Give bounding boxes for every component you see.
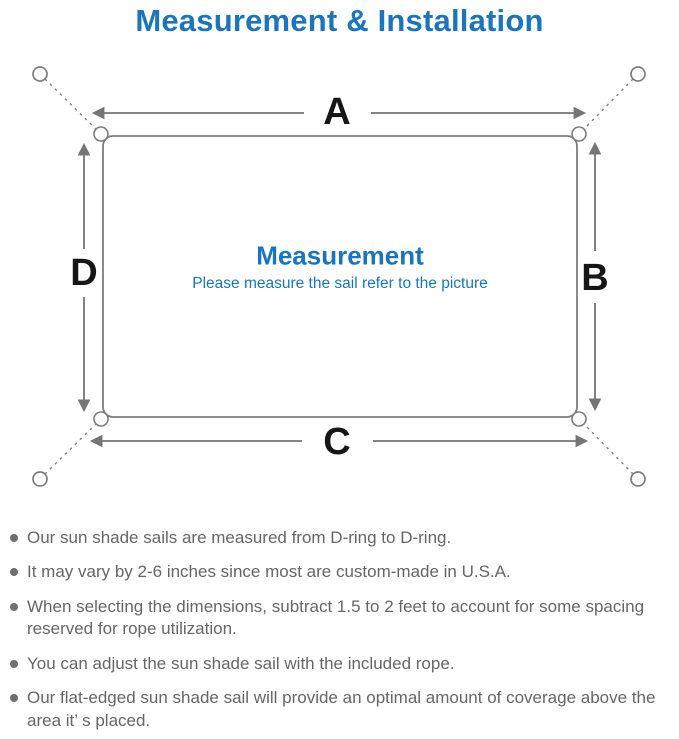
diagram-center-subtitle: Please measure the sail refer to the pic… bbox=[192, 275, 488, 292]
anchor-point-icon bbox=[630, 471, 646, 487]
list-item: When selecting the dimensions, subtract … bbox=[10, 596, 673, 641]
diagram-center-title: Measurement bbox=[256, 240, 424, 271]
guy-line-top-left bbox=[44, 78, 100, 133]
measurement-diagram: A B C D Measurement Please measure the s… bbox=[0, 51, 679, 501]
d-ring-icon bbox=[93, 126, 109, 142]
bullet-icon bbox=[10, 694, 18, 703]
list-item: You can adjust the sun shade sail with t… bbox=[10, 653, 673, 675]
dimension-label-d: D bbox=[70, 252, 98, 294]
anchor-point-icon bbox=[32, 66, 48, 82]
list-item: Our flat-edged sun shade sail will provi… bbox=[10, 687, 673, 732]
d-ring-icon bbox=[571, 411, 587, 427]
dimension-label-c: C bbox=[323, 421, 351, 463]
note-text: When selecting the dimensions, subtract … bbox=[27, 596, 645, 639]
note-text: You can adjust the sun shade sail with t… bbox=[27, 653, 455, 673]
guy-line-bottom-left bbox=[44, 420, 100, 475]
note-text: Our flat-edged sun shade sail will provi… bbox=[27, 688, 656, 730]
guy-line-top-right bbox=[580, 78, 634, 133]
dimension-label-a: A bbox=[323, 91, 351, 133]
anchor-point-icon bbox=[32, 471, 48, 487]
dimension-label-b: B bbox=[581, 257, 609, 299]
bullet-icon bbox=[10, 568, 18, 577]
list-item: Our sun shade sails are measured from D-… bbox=[10, 527, 673, 549]
page-title: Measurement & Installation bbox=[135, 3, 544, 38]
list-item: It may vary by 2-6 inches since most are… bbox=[10, 561, 673, 583]
note-text: It may vary by 2-6 inches since most are… bbox=[27, 562, 511, 582]
notes-list: Our sun shade sails are measured from D-… bbox=[0, 501, 679, 732]
sail-outline bbox=[102, 135, 578, 418]
bullet-icon bbox=[10, 602, 18, 611]
bullet-icon bbox=[10, 534, 18, 542]
d-ring-icon bbox=[571, 126, 587, 142]
guy-line-bottom-right bbox=[580, 420, 634, 475]
bullet-icon bbox=[10, 659, 18, 668]
anchor-point-icon bbox=[630, 66, 646, 82]
d-ring-icon bbox=[93, 411, 109, 427]
sail-diagram-graphic bbox=[32, 66, 646, 487]
note-text: Our sun shade sails are measured from D-… bbox=[27, 528, 452, 547]
